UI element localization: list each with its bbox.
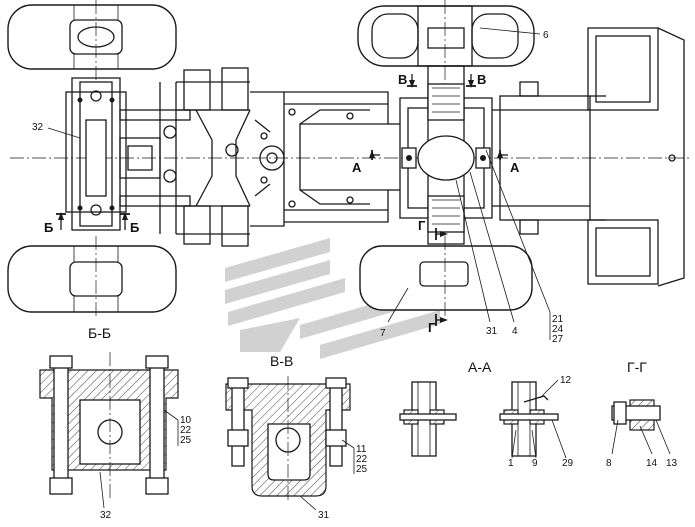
callout-gg-14: 14 [646, 458, 658, 469]
rear-frame [499, 27, 685, 287]
cut-label-g-top: Г [418, 218, 426, 233]
watermark-logo [225, 238, 440, 359]
left-lower-wheel [7, 236, 177, 318]
center-frame [284, 91, 389, 223]
callout-32-main: 32 [32, 122, 44, 133]
section-gg: Г-Г 8 14 13 [606, 359, 678, 469]
callout-vv-22: 22 [356, 454, 368, 465]
section-aa: А-А 12 1 9 29 [399, 359, 574, 469]
callout-gg-8: 8 [606, 458, 612, 469]
left-upper-wheel [7, 0, 177, 80]
callout-4: 4 [512, 326, 518, 337]
cut-label-a-left: А [352, 160, 362, 175]
right-axle-assembly [388, 65, 590, 245]
callout-7: 7 [380, 328, 386, 339]
callout-bb-22: 22 [180, 425, 192, 436]
callout-vv-11: 11 [356, 444, 367, 455]
cut-marker-aa: А А [352, 150, 520, 175]
callout-21: 21 [552, 314, 564, 325]
section-title-bb: Б-Б [88, 325, 111, 341]
callout-27: 27 [552, 334, 564, 345]
callout-bb-10: 10 [180, 415, 192, 426]
callout-vv-31: 31 [318, 510, 330, 521]
cut-marker-vv: В В [398, 72, 486, 88]
cut-label-v-left: В [398, 72, 407, 87]
left-frame [176, 67, 251, 247]
section-title-aa: А-А [468, 359, 492, 375]
section-title-vv: В-В [270, 353, 293, 369]
callout-aa-29: 29 [562, 458, 574, 469]
right-lower-wheel [359, 236, 533, 318]
articulation-joint [250, 91, 285, 227]
callout-bb-25: 25 [180, 435, 192, 446]
callout-31-main: 31 [486, 326, 498, 337]
cut-marker-bb: Б Б [44, 212, 139, 235]
section-bb: Б-Б 10 22 25 32 [39, 325, 192, 521]
callout-6: 6 [543, 30, 549, 41]
cut-label-g-bottom: Г [428, 320, 436, 335]
cut-label-b-right: Б [130, 220, 139, 235]
callout-aa-9: 9 [532, 458, 538, 469]
callout-24: 24 [552, 324, 564, 335]
section-title-gg: Г-Г [627, 359, 647, 375]
section-vv: В-В 11 22 25 31 [225, 353, 368, 521]
cut-marker-gg: Г Г [418, 218, 448, 335]
cut-label-a-right: А [510, 160, 520, 175]
cut-label-b-left: Б [44, 220, 53, 235]
cut-label-v-right: В [477, 72, 486, 87]
main-plan-view: Б Б В В А А [7, 0, 690, 345]
callout-aa-12: 12 [560, 375, 572, 386]
callout-gg-13: 13 [666, 458, 678, 469]
main-view-leaders: 6 32 21 24 27 31 4 7 [32, 27, 564, 345]
left-axle-assembly [65, 77, 191, 234]
callout-bb-32: 32 [100, 510, 112, 521]
callout-aa-1: 1 [508, 458, 514, 469]
callout-vv-25: 25 [356, 464, 368, 475]
right-upper-wheel [357, 0, 535, 90]
